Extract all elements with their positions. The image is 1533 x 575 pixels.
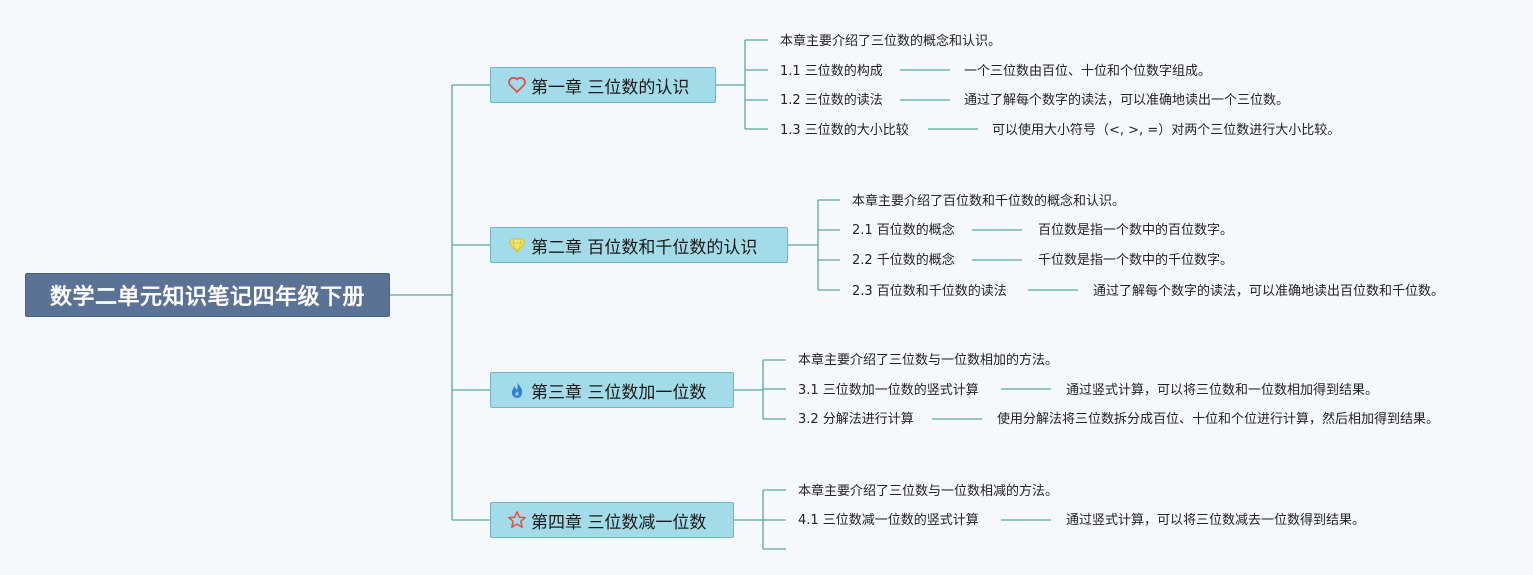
topic-2-2-desc[interactable]: 千位数是指一个数中的千位数字。	[1038, 253, 1234, 268]
topic-3-2-label[interactable]: 3.2 分解法进行计算	[798, 412, 914, 427]
chapter-4-title: 第四章 三位数减一位数	[531, 512, 707, 533]
topic-2-2-label[interactable]: 2.2 千位数的概念	[852, 253, 955, 268]
chapter-2-summary[interactable]: 本章主要介绍了百位数和千位数的概念和认识。	[852, 194, 1126, 209]
heart-icon	[507, 75, 527, 95]
topic-2-1-desc[interactable]: 百位数是指一个数中的百位数字。	[1038, 223, 1234, 238]
chapter-1-summary[interactable]: 本章主要介绍了三位数的概念和认识。	[780, 34, 1002, 49]
topic-2-3-desc[interactable]: 通过了解每个数字的读法，可以准确地读出百位数和千位数。	[1093, 284, 1445, 299]
topic-3-1-label[interactable]: 3.1 三位数加一位数的竖式计算	[798, 383, 979, 398]
star-icon	[507, 510, 527, 530]
chapter-4-node[interactable]: 第四章 三位数减一位数	[490, 502, 734, 538]
topic-2-3-label[interactable]: 2.3 百位数和千位数的读法	[852, 284, 1007, 299]
chapter-1-title: 第一章 三位数的认识	[531, 77, 690, 98]
topic-3-2-desc[interactable]: 使用分解法将三位数拆分成百位、十位和个位进行计算，然后相加得到结果。	[997, 412, 1440, 427]
chapter-3-title: 第三章 三位数加一位数	[531, 382, 707, 403]
root-topic[interactable]: 数学二单元知识笔记四年级下册	[25, 273, 390, 317]
topic-1-3-desc[interactable]: 可以使用大小符号（<, >, =）对两个三位数进行大小比较。	[992, 123, 1341, 138]
chapter-1-node[interactable]: 第一章 三位数的认识	[490, 67, 716, 103]
topic-1-1-label[interactable]: 1.1 三位数的构成	[780, 64, 883, 79]
topic-2-1-label[interactable]: 2.1 百位数的概念	[852, 223, 955, 238]
topic-3-1-desc[interactable]: 通过竖式计算，可以将三位数和一位数相加得到结果。	[1066, 383, 1379, 398]
chapter-2-title: 第二章 百位数和千位数的认识	[531, 237, 758, 258]
chapter-3-summary[interactable]: 本章主要介绍了三位数与一位数相加的方法。	[798, 353, 1059, 368]
topic-1-1-desc[interactable]: 一个三位数由百位、十位和个位数字组成。	[964, 64, 1212, 79]
topic-1-3-label[interactable]: 1.3 三位数的大小比较	[780, 123, 909, 138]
chapter-2-node[interactable]: 第二章 百位数和千位数的认识	[490, 227, 788, 263]
topic-1-2-label[interactable]: 1.2 三位数的读法	[780, 93, 883, 108]
fire-icon	[507, 380, 527, 400]
topic-4-1-label[interactable]: 4.1 三位数减一位数的竖式计算	[798, 513, 979, 528]
diamond-icon	[507, 235, 527, 255]
topic-4-1-desc[interactable]: 通过竖式计算，可以将三位数减去一位数得到结果。	[1066, 513, 1366, 528]
chapter-4-summary[interactable]: 本章主要介绍了三位数与一位数相减的方法。	[798, 484, 1059, 499]
chapter-3-node[interactable]: 第三章 三位数加一位数	[490, 372, 734, 408]
topic-1-2-desc[interactable]: 通过了解每个数字的读法，可以准确地读出一个三位数。	[964, 93, 1290, 108]
